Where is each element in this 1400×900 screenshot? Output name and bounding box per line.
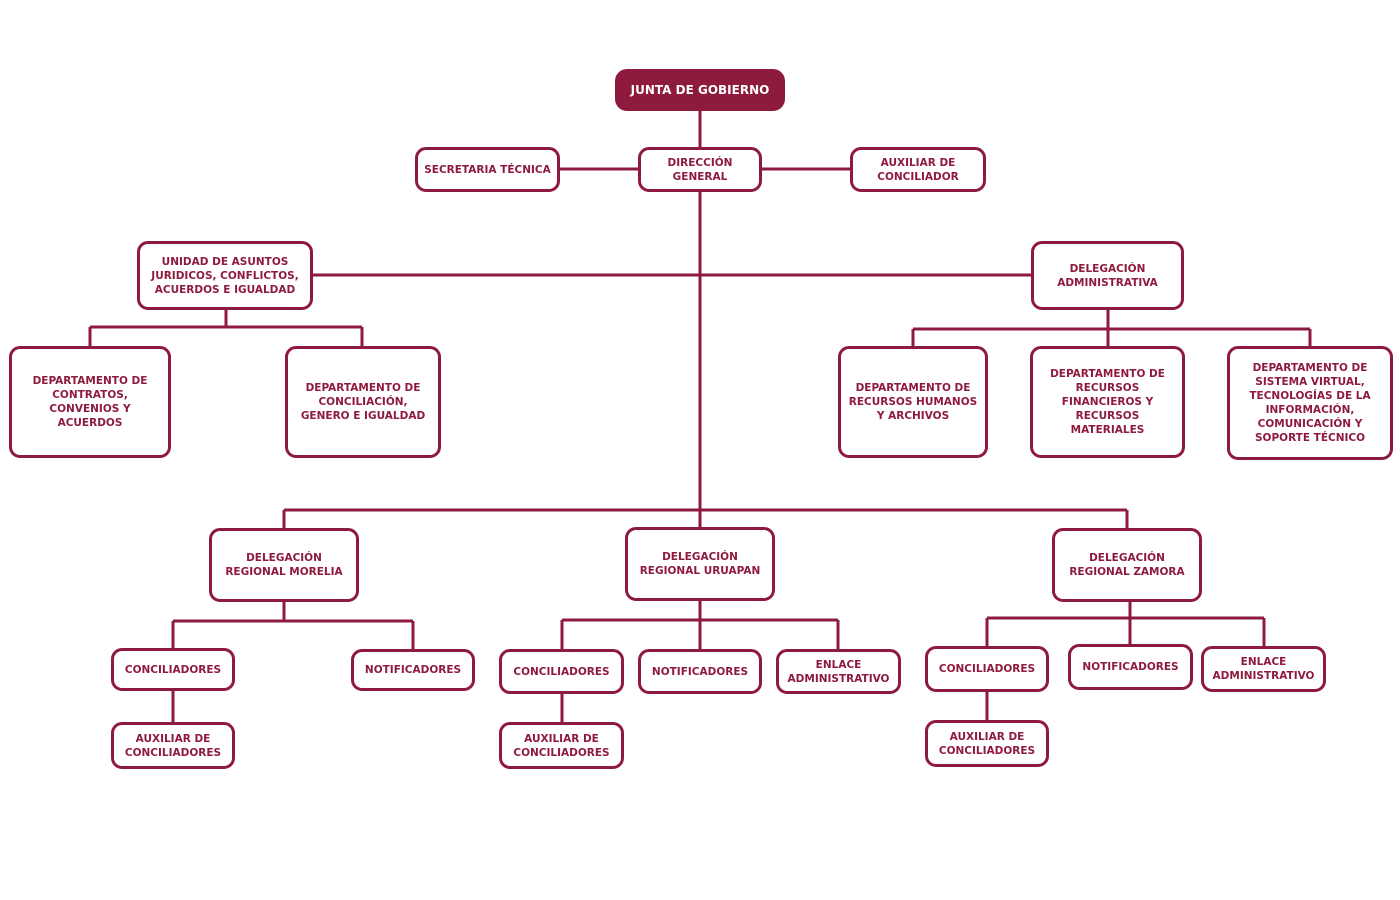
node-junta-de-gobierno: JUNTA DE GOBIERNO [615, 69, 785, 111]
node-label: DEPARTAMENTO DE SISTEMA VIRTUAL, TECNOLO… [1249, 362, 1371, 444]
node-label: DELEGACIÓN ADMINISTRATIVA [1057, 262, 1158, 289]
node-delegacion-zamora: DELEGACIÓN REGIONAL ZAMORA [1052, 528, 1202, 602]
node-secretaria-tecnica: SECRETARIA TÉCNICA [415, 147, 560, 192]
node-label: ENLACE ADMINISTRATIVO [1212, 656, 1315, 682]
node-direccion-general: DIRECCIÓN GENERAL [638, 147, 762, 192]
node-label: DEPARTAMENTO DE CONCILIACIÓN, GENERO E I… [300, 382, 426, 422]
node-auxiliar-de-conciliador: AUXILIAR DE CONCILIADOR [850, 147, 986, 192]
node-depto-contratos: DEPARTAMENTO DE CONTRATOS, CONVENIOS Y A… [9, 346, 171, 458]
node-label: DEPARTAMENTO DE RECURSOS HUMANOS Y ARCHI… [848, 382, 978, 422]
node-delegacion-uruapan: DELEGACIÓN REGIONAL URUAPAN [625, 527, 775, 601]
node-unidad-asuntos-juridicos: UNIDAD DE ASUNTOS JURIDICOS, CONFLICTOS,… [137, 241, 313, 310]
node-morelia-conciliadores: CONCILIADORES [111, 648, 235, 691]
node-label: NOTIFICADORES [1082, 661, 1179, 673]
node-delegacion-morelia: DELEGACIÓN REGIONAL MORELIA [209, 528, 359, 602]
node-label: DELEGACIÓN REGIONAL ZAMORA [1069, 552, 1185, 578]
node-zamora-conciliadores: CONCILIADORES [925, 646, 1049, 692]
node-uruapan-auxiliar: AUXILIAR DE CONCILIADORES [499, 722, 624, 769]
node-delegacion-administrativa: DELEGACIÓN ADMINISTRATIVA [1031, 241, 1184, 310]
node-label: DELEGACIÓN REGIONAL MORELIA [225, 552, 343, 578]
node-label: SECRETARIA TÉCNICA [424, 163, 551, 176]
node-label: CONCILIADORES [513, 665, 610, 678]
node-depto-recursos-financieros: DEPARTAMENTO DE RECURSOS FINANCIEROS Y R… [1030, 346, 1185, 458]
node-label: JUNTA DE GOBIERNO [630, 83, 770, 97]
node-zamora-enlace: ENLACE ADMINISTRATIVO [1201, 646, 1326, 692]
node-label: DIRECCIÓN GENERAL [667, 156, 733, 183]
node-label: AUXILIAR DE CONCILIADORES [938, 730, 1036, 757]
node-label: AUXILIAR DE CONCILIADORES [513, 732, 610, 759]
node-label: DELEGACIÓN REGIONAL URUAPAN [639, 551, 761, 577]
node-label: UNIDAD DE ASUNTOS JURIDICOS, CONFLICTOS,… [151, 255, 299, 296]
node-depto-sistemas: DEPARTAMENTO DE SISTEMA VIRTUAL, TECNOLO… [1227, 346, 1393, 460]
node-label: ENLACE ADMINISTRATIVO [787, 658, 890, 685]
node-morelia-notificadores: NOTIFICADORES [351, 649, 475, 691]
node-morelia-auxiliar: AUXILIAR DE CONCILIADORES [111, 722, 235, 769]
node-label: AUXILIAR DE CONCILIADOR [877, 156, 959, 183]
node-uruapan-conciliadores: CONCILIADORES [499, 649, 624, 694]
node-uruapan-enlace: ENLACE ADMINISTRATIVO [776, 649, 901, 694]
node-label: CONCILIADORES [124, 663, 222, 676]
node-uruapan-notificadores: NOTIFICADORES [638, 649, 762, 694]
node-zamora-notificadores: NOTIFICADORES [1068, 644, 1193, 690]
node-zamora-auxiliar: AUXILIAR DE CONCILIADORES [925, 720, 1049, 767]
node-label: AUXILIAR DE CONCILIADORES [124, 732, 222, 759]
node-label: NOTIFICADORES [651, 665, 749, 678]
node-depto-recursos-humanos: DEPARTAMENTO DE RECURSOS HUMANOS Y ARCHI… [838, 346, 988, 458]
node-label: DEPARTAMENTO DE CONTRATOS, CONVENIOS Y A… [32, 375, 148, 429]
node-label: NOTIFICADORES [364, 664, 462, 676]
node-depto-conciliacion: DEPARTAMENTO DE CONCILIACIÓN, GENERO E I… [285, 346, 441, 458]
node-label: DEPARTAMENTO DE RECURSOS FINANCIEROS Y R… [1050, 368, 1165, 436]
node-label: CONCILIADORES [938, 663, 1036, 675]
